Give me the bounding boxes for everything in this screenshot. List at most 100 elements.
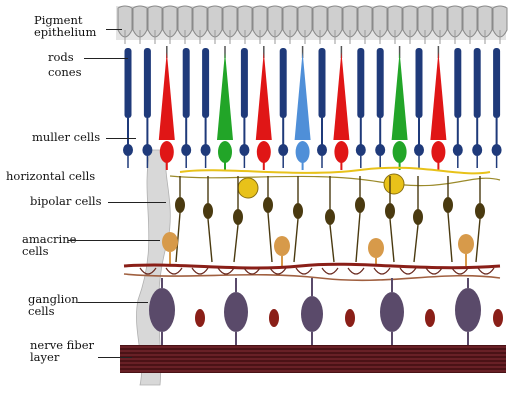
rod-nucleus [278,144,288,156]
ipl-synapse [166,268,182,274]
inner-plexiform-layer [124,264,500,280]
horizontal-cell-body [384,174,404,194]
ipl-synapse [400,268,416,274]
bipolar-cell [175,176,185,262]
rod-nucleus [472,144,482,156]
amacrine-cell [458,234,474,266]
rod-outer-segment [416,48,423,118]
rod-nucleus [375,144,385,156]
cone-cell [256,46,272,170]
cone-cell [159,46,175,170]
bipolar-body [413,209,423,225]
cone-outer-segment [256,52,272,140]
label-horizontal: horizontal cells [6,170,95,182]
label-cones: cones [48,66,81,78]
ipl-synapse [374,268,390,274]
bipolar-body [325,209,335,225]
amacrine-cell [368,238,384,266]
rod-cell [181,48,191,168]
cone-nucleus [160,141,174,163]
rod-nucleus [123,144,133,156]
bipolar-body [175,197,185,213]
ipl-synapse [192,268,208,274]
pointer-ganglion [78,302,148,303]
rod-outer-segment [241,48,248,118]
rod-nucleus [239,144,249,156]
bipolar-axon [476,219,480,262]
rod-cell [278,48,288,168]
small-ganglion-body [195,309,205,327]
bipolar-axon [234,225,238,262]
label-bipolar: bipolar cells [30,195,102,207]
ganglion-body [149,288,175,332]
cone-outer-segment [392,52,408,140]
horizontal-process [170,176,500,186]
bipolar-axon [414,225,418,262]
label-pigment: Pigment epithelium [34,14,96,38]
cone-cell [430,46,446,170]
bipolar-cell [355,176,365,262]
ganglion-cell [380,278,404,346]
small-ganglion-body [493,309,503,327]
bipolar-cell [325,176,335,262]
rod-cell [472,48,482,168]
label-amacrine-line2: cells [22,245,76,257]
amacrine-body [368,238,384,258]
rod-cell [201,48,211,168]
pointer-rods [84,58,128,59]
ganglion-cell [301,278,323,346]
ganglion-cell-layer [149,278,503,346]
cone-cell [295,46,311,170]
amacrine-body [458,234,474,254]
amacrine-cell-layer [162,232,474,266]
ganglion-body [301,296,323,332]
bipolar-axon [356,213,360,262]
label-ganglion: ganglion cells [28,293,79,317]
label-pigment-line2: epithelium [34,26,96,38]
bipolar-body [263,197,273,213]
bipolar-body [355,197,365,213]
pointer-muller [106,138,136,139]
bipolar-cell [263,176,273,262]
bipolar-cell [475,176,485,262]
bipolar-body [203,203,213,219]
label-rods: rods [48,51,74,63]
small-ganglion-body [269,309,279,327]
pointer-bipolar [108,202,166,203]
rod-outer-segment [144,48,151,118]
label-amacrine: amacrine cells [22,233,76,257]
horizontal-cell-body [238,178,258,198]
cone-nucleus [218,141,232,163]
small-ganglion-body [345,309,355,327]
rod-outer-segment [280,48,287,118]
bipolar-body [385,203,395,219]
cone-cell [217,46,233,170]
rod-cell [414,48,424,168]
rod-cell [356,48,366,168]
bipolar-cell [203,176,213,262]
label-muller: muller cells [32,131,100,143]
rod-outer-segment [493,48,500,118]
amacrine-body [162,232,178,252]
rod-cell [142,48,152,168]
amacrine-cell [274,236,290,266]
rod-outer-segment [357,48,364,118]
bipolar-cell [413,176,423,262]
rod-nucleus [453,144,463,156]
cone-outer-segment [295,52,311,140]
ipl-synapse [348,268,364,274]
cone-cell [392,46,408,170]
rod-cell [453,48,463,168]
rod-nucleus [181,144,191,156]
cone-outer-segment [217,52,233,140]
bipolar-axon [330,225,334,262]
bipolar-axon [294,219,298,262]
rod-nucleus [414,144,424,156]
ganglion-cell [224,278,248,346]
cone-nucleus [334,141,348,163]
label-nerve: nerve fiber layer [30,339,94,363]
bipolar-body [233,209,243,225]
rod-outer-segment [454,48,461,118]
horizontal-cell-layer [170,168,500,198]
